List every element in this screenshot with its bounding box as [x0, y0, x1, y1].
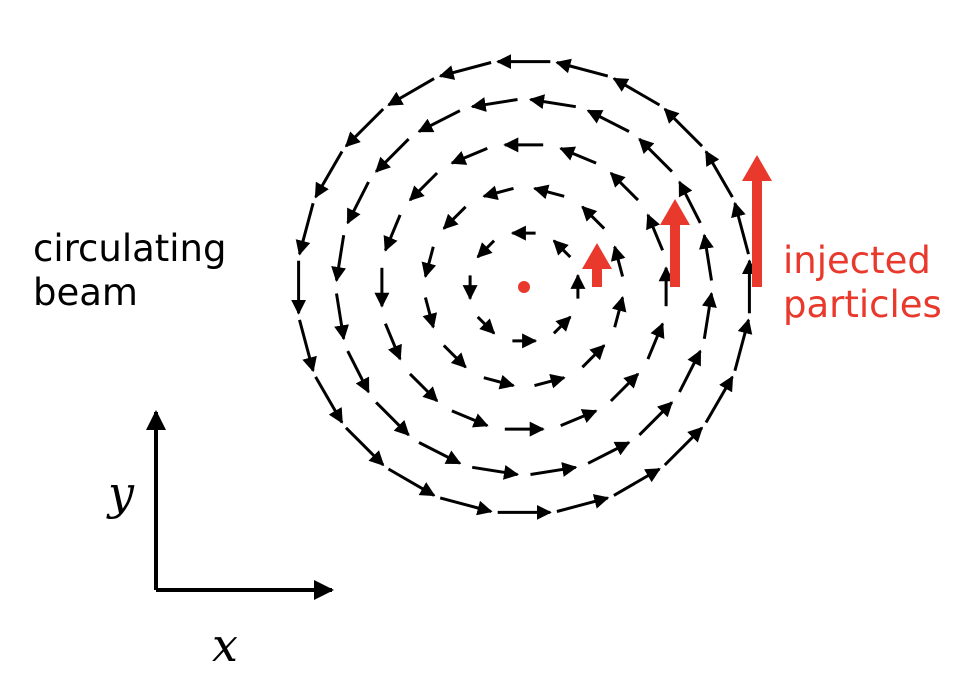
field-arrow: [450, 147, 488, 165]
field-arrow: [552, 315, 572, 335]
field-arrow: [529, 94, 577, 110]
field-arrow: [556, 494, 610, 513]
field-arrow: [344, 107, 385, 148]
field-arrow: [408, 372, 439, 403]
field-arrow: [344, 426, 385, 467]
field-arrow: [314, 376, 344, 424]
field-arrow: [346, 350, 370, 394]
injected-particles-label-line2: particles: [783, 283, 942, 326]
field-arrow: [471, 464, 519, 480]
circulating-beam-label-line2: beam: [33, 271, 138, 314]
field-arrow: [704, 375, 734, 424]
field-arrow: [555, 58, 609, 78]
field-arrow: [701, 292, 717, 340]
field-arrow: [295, 202, 315, 256]
injected-particle-arrows: [582, 155, 772, 287]
field-arrow: [383, 214, 402, 252]
beam-center-dot: [518, 281, 530, 293]
field-arrow: [387, 77, 435, 107]
field-arrow: [699, 233, 714, 281]
field-arrow: [704, 150, 734, 198]
circulating-beam-label-line1: circulating: [33, 227, 227, 270]
field-arrow: [609, 171, 640, 202]
field-arrow: [375, 138, 410, 173]
field-arrow: [586, 109, 630, 133]
field-arrow: [613, 467, 661, 497]
field-arrow: [314, 150, 344, 199]
field-arrow: [581, 344, 606, 369]
field-arrow: [417, 109, 461, 133]
field-arrow: [678, 180, 702, 224]
field-arrow: [451, 409, 489, 428]
injected-arrow-shaft: [752, 179, 762, 287]
field-arrow: [530, 462, 578, 477]
field-arrow: [470, 97, 518, 112]
field-arrow: [387, 467, 436, 497]
field-arrow: [346, 181, 370, 225]
field-arrow: [678, 349, 702, 393]
injected-particles-label-line1: injected: [783, 239, 931, 282]
field-arrow: [552, 239, 572, 259]
field-arrow: [733, 318, 753, 372]
y-axis-label: y: [108, 466, 134, 520]
injected-arrow-shaft: [670, 223, 680, 287]
field-arrow: [638, 138, 673, 173]
field-arrow: [560, 409, 598, 427]
field-arrow: [483, 374, 515, 390]
field-arrow: [442, 205, 467, 230]
field-arrow: [581, 205, 606, 230]
field-arrow: [298, 319, 317, 373]
field-arrow: [334, 293, 349, 341]
field-arrow: [476, 239, 496, 259]
injected-arrow-head: [660, 199, 690, 225]
field-arrow: [439, 496, 493, 516]
field-arrow: [476, 315, 496, 335]
field-arrow: [610, 245, 626, 277]
field-arrow: [331, 234, 347, 282]
field-arrow: [731, 201, 750, 255]
field-arrow: [442, 344, 467, 369]
field-arrow: [646, 213, 664, 251]
field-arrow: [611, 296, 627, 328]
field-arrow: [646, 322, 665, 360]
field-arrow: [559, 146, 597, 165]
injected-arrow-shaft: [592, 267, 602, 287]
field-arrow: [375, 401, 410, 436]
field-arrow: [533, 184, 565, 200]
field-arrow: [422, 297, 438, 329]
injected-arrow-head: [582, 243, 612, 269]
x-axis-label: x: [212, 618, 238, 672]
field-arrow: [418, 441, 462, 465]
field-arrow: [482, 185, 514, 201]
field-arrow: [534, 373, 566, 389]
injected-arrow-head: [742, 155, 772, 181]
field-arrow: [612, 77, 661, 107]
circulating-field-arrows: [291, 54, 757, 520]
field-arrow: [408, 171, 439, 202]
field-arrow: [609, 372, 640, 403]
field-arrow: [384, 323, 402, 361]
field-arrow: [663, 107, 704, 148]
field-arrow: [638, 401, 673, 436]
field-arrow: [421, 246, 437, 278]
coordinate-axes: [146, 410, 334, 600]
field-arrow: [438, 61, 492, 80]
field-arrow: [587, 441, 631, 465]
field-arrow: [663, 426, 704, 467]
